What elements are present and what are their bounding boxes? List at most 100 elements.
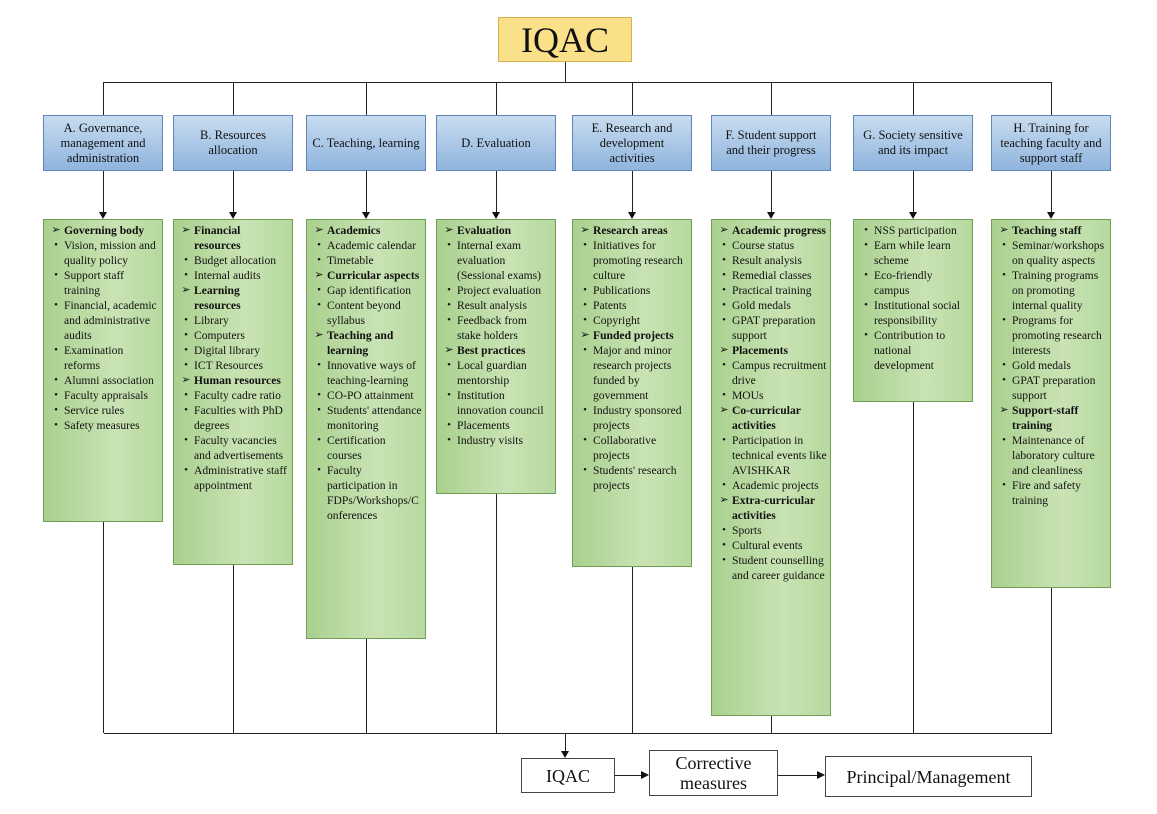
subheading-item: ➢Placements xyxy=(716,343,827,358)
arrow-right-icon xyxy=(641,771,649,779)
header-connector xyxy=(233,82,234,115)
bullet-icon: • xyxy=(447,359,451,371)
item-text: Earn while learn scheme xyxy=(874,239,951,267)
bullet-icon: • xyxy=(317,434,321,446)
bullet-item: •Faculty appraisals xyxy=(48,388,159,403)
bullet-icon: • xyxy=(583,344,587,356)
item-text: Service rules xyxy=(64,404,125,417)
bullet-item: •Copyright xyxy=(577,313,688,328)
bullet-icon: • xyxy=(447,419,451,431)
bullet-icon: • xyxy=(54,389,58,401)
bullet-item: • Feedback from stake holders xyxy=(441,313,552,343)
bullet-item: •Administrative staff appointment xyxy=(178,463,289,493)
item-text: MOUs xyxy=(732,389,764,402)
arrowhead-bullet-icon: ➢ xyxy=(999,224,1009,236)
arrow-down-icon xyxy=(628,212,636,219)
bullet-icon: • xyxy=(54,299,58,311)
bullet-icon: • xyxy=(447,314,451,326)
item-text: NSS participation xyxy=(874,224,957,237)
bullet-item: • Financial, academic and administrative … xyxy=(48,298,159,343)
item-text: Research areas xyxy=(593,224,668,237)
principal-management-box: Principal/Management xyxy=(825,756,1032,797)
bullet-icon: • xyxy=(54,404,58,416)
item-text: Budget allocation xyxy=(194,254,277,267)
bullet-item: •MOUs xyxy=(716,388,827,403)
subheading-item: ➢Human resources xyxy=(178,373,289,388)
criterion-header: C. Teaching, learning xyxy=(306,115,426,171)
item-text: Internal audits xyxy=(194,269,261,282)
title-connector xyxy=(565,62,566,82)
bullet-icon: • xyxy=(864,224,868,236)
subheading-item: ➢Funded projects xyxy=(577,328,688,343)
item-text: Learning resources xyxy=(194,284,241,312)
subheading-item: ➢Teaching staff xyxy=(996,223,1107,238)
corrective-measures-box: Corrective measures xyxy=(649,750,778,796)
bullet-item: •Students' research projects xyxy=(577,463,688,493)
bullet-item: •Collaborative projects xyxy=(577,433,688,463)
bullet-icon: • xyxy=(54,419,58,431)
bullet-icon: • xyxy=(864,299,868,311)
header-to-box-line xyxy=(632,171,633,212)
arrowhead-bullet-icon: ➢ xyxy=(719,224,729,236)
bullet-icon: • xyxy=(54,239,58,251)
bullet-item: •GPAT preparation support xyxy=(996,373,1107,403)
bullet-icon: • xyxy=(184,464,188,476)
header-connector xyxy=(103,82,104,115)
item-text: Human resources xyxy=(194,374,281,387)
criterion-details-box: ➢Governing body•Vision, mission and qual… xyxy=(43,219,163,522)
bullet-icon: • xyxy=(317,464,321,476)
arrowhead-bullet-icon: ➢ xyxy=(314,269,324,281)
bullet-icon: • xyxy=(583,239,587,251)
item-text: Placements xyxy=(457,419,510,432)
header-connector xyxy=(366,82,367,115)
item-text: Remedial classes xyxy=(732,269,812,282)
bullet-item: • Institutional social responsibility xyxy=(858,298,969,328)
bullet-item: •Course status xyxy=(716,238,827,253)
item-text: Major and minor research projects funded… xyxy=(593,344,672,402)
arrowhead-bullet-icon: ➢ xyxy=(719,404,729,416)
bullet-item: •Safety measures xyxy=(48,418,159,433)
item-text: Timetable xyxy=(327,254,374,267)
bullet-item: •Remedial classes xyxy=(716,268,827,283)
subheading-item: ➢Teaching and learning xyxy=(311,328,422,358)
item-text: Academic projects xyxy=(732,479,819,492)
bullet-icon: • xyxy=(184,344,188,356)
bullet-item: •Project evaluation xyxy=(441,283,552,298)
bullet-item: •Certification courses xyxy=(311,433,422,463)
bullet-item: •Earn while learn scheme xyxy=(858,238,969,268)
criterion-header: A. Governance, management and administra… xyxy=(43,115,163,171)
arrowhead-bullet-icon: ➢ xyxy=(314,224,324,236)
subheading-item: ➢Academic progress xyxy=(716,223,827,238)
item-text: Course status xyxy=(732,239,795,252)
criterion-header: D. Evaluation xyxy=(436,115,556,171)
bullet-item: •Publications xyxy=(577,283,688,298)
item-text: Funded projects xyxy=(593,329,674,342)
item-text: Students' attendance monitoring xyxy=(327,404,422,432)
bullet-icon: • xyxy=(184,404,188,416)
item-text: Financial, academic and administrative a… xyxy=(64,299,157,342)
bullet-item: •Seminar/workshops on quality aspects xyxy=(996,238,1107,268)
header-to-box-line xyxy=(496,171,497,212)
bullet-item: •Campus recruitment drive xyxy=(716,358,827,388)
arrow-down-icon xyxy=(909,212,917,219)
bullet-item: • Placements xyxy=(441,418,552,433)
arrow-right-icon xyxy=(817,771,825,779)
item-text: Feedback from stake holders xyxy=(457,314,527,342)
bullet-item: •Gold medals xyxy=(996,358,1107,373)
item-text: Computers xyxy=(194,329,245,342)
bullet-item: •Support staff training xyxy=(48,268,159,298)
item-text: Innovative ways of teaching-learning xyxy=(327,359,416,387)
bullet-icon: • xyxy=(583,314,587,326)
bullet-icon: • xyxy=(447,239,451,251)
arrowhead-bullet-icon: ➢ xyxy=(444,344,454,356)
criterion-header: H. Training for teaching faculty and sup… xyxy=(991,115,1111,171)
bullet-item: •Initiatives for promoting research cult… xyxy=(577,238,688,283)
bullet-icon: • xyxy=(583,284,587,296)
box-to-bus-line xyxy=(913,230,914,733)
bullet-icon: • xyxy=(54,269,58,281)
item-text: Examination reforms xyxy=(64,344,124,372)
bullet-icon: • xyxy=(722,299,726,311)
criterion-details-box: ➢Financial resources•Budget allocation•I… xyxy=(173,219,293,565)
subheading-item: ➢Support-staff training xyxy=(996,403,1107,433)
item-text: Institutional social responsibility xyxy=(874,299,960,327)
